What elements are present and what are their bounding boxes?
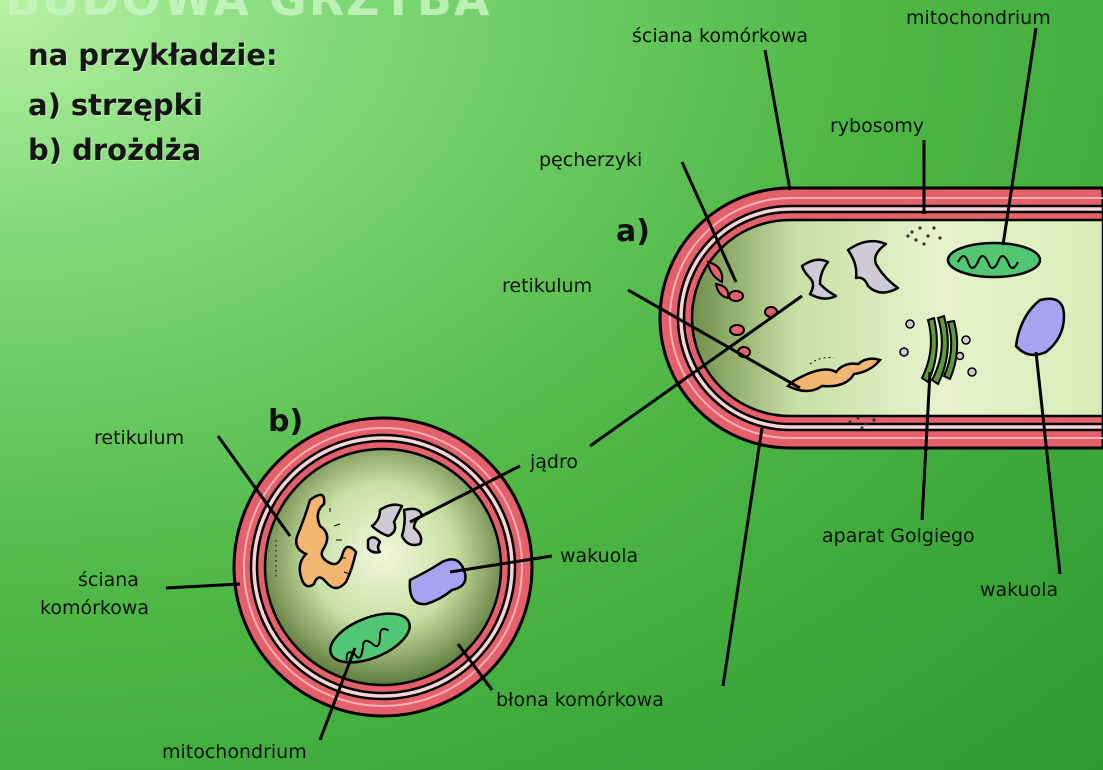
label-retikulum-a: retikulum <box>502 276 592 297</box>
label-mitochondrium-b: mitochondrium <box>162 742 307 763</box>
leader-sciana-a <box>765 50 790 190</box>
label-wakuola-b: wakuola <box>560 546 638 567</box>
leader-sciana-b <box>166 584 240 588</box>
label-sciana-a: ściana komórkowa <box>632 26 808 47</box>
leader-blona-a <box>723 428 762 686</box>
label-pecherzyki: pęcherzyki <box>539 150 642 171</box>
label-wakuola-a: wakuola <box>980 580 1058 601</box>
hypha-cell <box>660 188 1103 448</box>
label-golgi: aparat Golgiego <box>822 526 975 547</box>
marker-b: b) <box>268 404 303 439</box>
label-mitochondrium-a: mitochondrium <box>906 8 1051 29</box>
intro-line-1: na przykładzie: <box>28 38 278 72</box>
page-heading: BUDOWA GRZYBA <box>5 0 492 26</box>
label-sciana-b-2: komórkowa <box>40 598 149 619</box>
label-blona: błona komórkowa <box>496 690 664 711</box>
intro-line-2: a) strzępki <box>28 88 203 122</box>
intro-line-3: b) drożdża <box>28 133 201 167</box>
marker-a: a) <box>616 214 650 249</box>
label-sciana-b-1: ściana <box>78 570 139 591</box>
hypha-mitochondrion <box>948 243 1040 277</box>
label-rybosomy: rybosomy <box>830 116 924 137</box>
label-jadro: jądro <box>530 452 578 473</box>
label-retikulum-b: retikulum <box>94 428 184 449</box>
